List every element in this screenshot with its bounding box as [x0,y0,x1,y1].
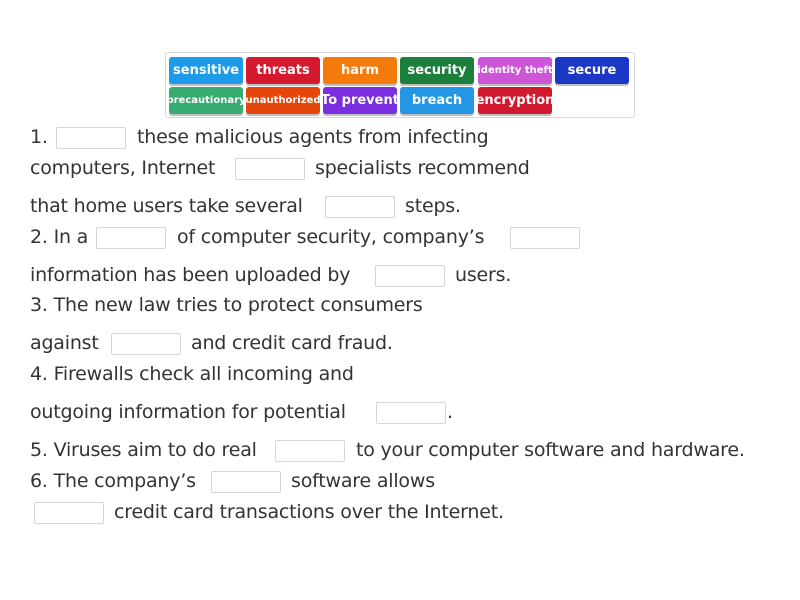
answer-blank-10[interactable] [211,471,281,493]
sentence-text: outgoing information for potential [30,401,346,423]
answer-blank-3[interactable] [325,196,395,218]
answer-blank-2[interactable] [235,158,305,180]
sentence-text: users. [455,264,512,286]
word-tile[interactable]: breach [400,87,474,114]
sentence-text: 1. [30,126,48,148]
answer-blank-1[interactable] [56,127,126,149]
word-tile[interactable]: threats [246,57,320,84]
sentence-text: 5. Viruses aim to do real [30,439,257,461]
word-tile[interactable]: sensitive [169,57,243,84]
answer-blank-11[interactable] [34,502,104,524]
word-tile[interactable]: identity theft [477,57,553,84]
word-tile[interactable]: harm [323,57,397,84]
sentence-text: information has been uploaded by [30,264,351,286]
word-tile[interactable]: unauthorized [246,87,321,114]
word-tile[interactable]: security [400,57,474,84]
answer-blank-6[interactable] [375,265,445,287]
sentence-text: specialists recommend [315,157,530,179]
word-tile[interactable]: secure [555,57,629,84]
sentence-text: of computer security, company’s [177,226,485,248]
sentence-text: 2. In a [30,226,89,248]
answer-blank-8[interactable] [376,402,446,424]
word-tile[interactable]: precautionary [166,87,246,114]
answer-blank-5[interactable] [510,227,580,249]
word-tile[interactable]: encryption [476,87,554,114]
sentence-text: steps. [405,195,461,217]
sentence-text: 6. The company’s [30,470,196,492]
sentence-text: and credit card fraud. [191,332,393,354]
answer-blank-9[interactable] [275,440,345,462]
sentence-text: 4. Firewalls check all incoming and [30,363,354,385]
sentence-text: computers, Internet [30,157,216,179]
sentence-text: to your computer software and hardware. [356,439,745,461]
sentence-text: credit card transactions over the Intern… [114,501,504,523]
sentence-text: these malicious agents from infecting [137,126,489,148]
word-tile[interactable]: To prevent [321,87,399,114]
sentence-text: 3. The new law tries to protect consumer… [30,294,423,316]
word-bank [165,52,635,118]
sentence-text: that home users take several [30,195,303,217]
answer-blank-7[interactable] [111,333,181,355]
sentence-text: . [447,401,453,423]
sentence-text: software allows [291,470,435,492]
answer-blank-4[interactable] [96,227,166,249]
sentence-text: against [30,332,99,354]
